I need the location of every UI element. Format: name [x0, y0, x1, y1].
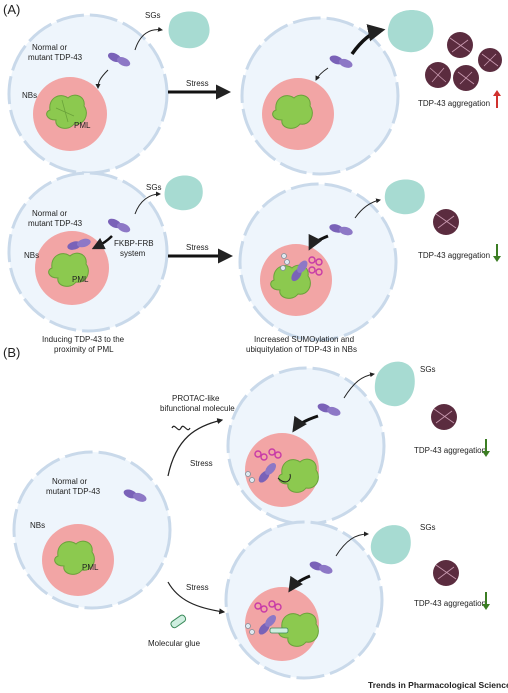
molecular-glue-bound: [269, 627, 289, 634]
tdp43-aggregation-label: TDP-43 aggregation: [418, 251, 490, 260]
fkbp-frb-system-label: system: [120, 249, 146, 258]
sg-a2-left: SGs: [146, 175, 203, 211]
protac-label-1: PROTAC-like: [172, 394, 220, 403]
tdp43-aggregation-label: TDP-43 aggregation: [414, 446, 486, 455]
fkbp-frb-label: FKBP-FRB: [114, 239, 154, 248]
tdp43-protein: [258, 462, 277, 483]
sumo-chain: [254, 448, 282, 461]
pml-body: [278, 458, 319, 493]
tdp43-protein: [67, 238, 91, 250]
tdp43-aggregation-label: TDP-43 aggregation: [418, 99, 490, 108]
protac-linker: [277, 473, 291, 483]
inducing-caption-1: Inducing TDP-43 to the: [42, 335, 125, 344]
ubiquitin-chain: [245, 471, 255, 483]
panel-a-label: (A): [3, 2, 20, 17]
cell-a1-right: [240, 16, 400, 176]
pml-body: [278, 612, 319, 647]
normal-or-label: Normal or: [32, 43, 67, 52]
tdp43-protein: [123, 489, 147, 502]
tdp43-protein: [107, 52, 131, 67]
tdp43-protein: [317, 403, 341, 416]
nbs-label: NBs: [22, 91, 37, 100]
down-arrow-icon-head: [493, 256, 501, 262]
normal-or-label: Normal or: [32, 209, 67, 218]
increased-caption-2: ubiquitylation of TDP-43 in NBs: [246, 345, 357, 354]
tdp43-aggregation-label: TDP-43 aggregation: [414, 599, 486, 608]
pml-body: [54, 540, 95, 575]
sg-a1-left: SGs: [145, 11, 210, 49]
sgs-label: SGs: [420, 523, 436, 532]
tdp43-protein: [107, 218, 131, 233]
sgs-label: SGs: [420, 365, 436, 374]
protac-molecule-icon: [171, 425, 191, 431]
down-arrow-icon-head: [482, 451, 490, 457]
molecular-glue-label: Molecular glue: [148, 639, 201, 648]
stress-arrow-lower: [167, 581, 226, 615]
inducing-caption-2: proximity of PML: [54, 345, 114, 354]
nbs-label: NBs: [24, 251, 39, 260]
tdp43-protein: [329, 55, 353, 68]
normal-or-label: Normal or: [52, 477, 87, 486]
molecular-glue-icon: [170, 614, 187, 629]
down-arrow-icon-head: [482, 604, 490, 610]
increased-caption-1: Increased SUMOylation and: [254, 335, 354, 344]
tdp43-protein: [291, 260, 308, 282]
aggregate-a2: [433, 209, 459, 235]
tdp43-protein: [309, 561, 333, 574]
stress-arrow-upper: [167, 418, 224, 477]
panel-b-label: (B): [3, 345, 20, 360]
ubiquitin-chain: [245, 623, 255, 635]
pml-label: PML: [74, 121, 91, 130]
sg-b-top: SGs: [374, 361, 436, 407]
sg-a2-right: [384, 179, 425, 215]
cell-b-bottom: [224, 520, 384, 680]
sgs-label: SGs: [146, 183, 162, 192]
sumo-chain: [254, 600, 282, 613]
sgs-label: SGs: [145, 11, 161, 20]
stress-label: Stress: [186, 79, 209, 88]
stress-label: Stress: [186, 243, 209, 252]
stress-label: Stress: [190, 459, 213, 468]
mutant-tdp43-label: mutant TDP-43: [46, 487, 101, 496]
pml-body: [46, 94, 87, 129]
sg-b-bottom: SGs: [370, 523, 436, 565]
cell-a2-left: Normal or mutant TDP-43 NBs PML FKBP-FRB…: [7, 171, 169, 333]
aggregate-b-bottom: [433, 560, 459, 586]
aggregates-a1: [425, 32, 502, 91]
pml-label: PML: [82, 563, 99, 572]
mutant-tdp43-label: mutant TDP-43: [28, 219, 83, 228]
aggregate-b-top: [431, 404, 457, 430]
journal-footer: Trends in Pharmacological Sciences: [368, 680, 508, 690]
cell-b-left: Normal or mutant TDP-43 NBs PML: [12, 450, 172, 610]
mutant-tdp43-label: mutant TDP-43: [28, 53, 83, 62]
sumo-chain: [308, 256, 323, 276]
up-arrow-icon-head: [493, 90, 501, 96]
cell-b-top: [226, 366, 386, 526]
protac-label-2: bifunctional molecule: [160, 404, 235, 413]
sg-a1-right: [387, 10, 434, 53]
pml-label: PML: [72, 275, 89, 284]
pml-body: [48, 252, 89, 287]
tdp43-protein: [258, 614, 277, 635]
tdp43-protein: [329, 224, 353, 236]
cell-a1-left: Normal or mutant TDP-43 NBs PML: [7, 13, 169, 175]
cell-a2-right: [238, 182, 398, 342]
nbs-label: NBs: [30, 521, 45, 530]
stress-label: Stress: [186, 583, 209, 592]
pml-body: [272, 94, 313, 129]
ubiquitin-chain: [280, 253, 290, 271]
